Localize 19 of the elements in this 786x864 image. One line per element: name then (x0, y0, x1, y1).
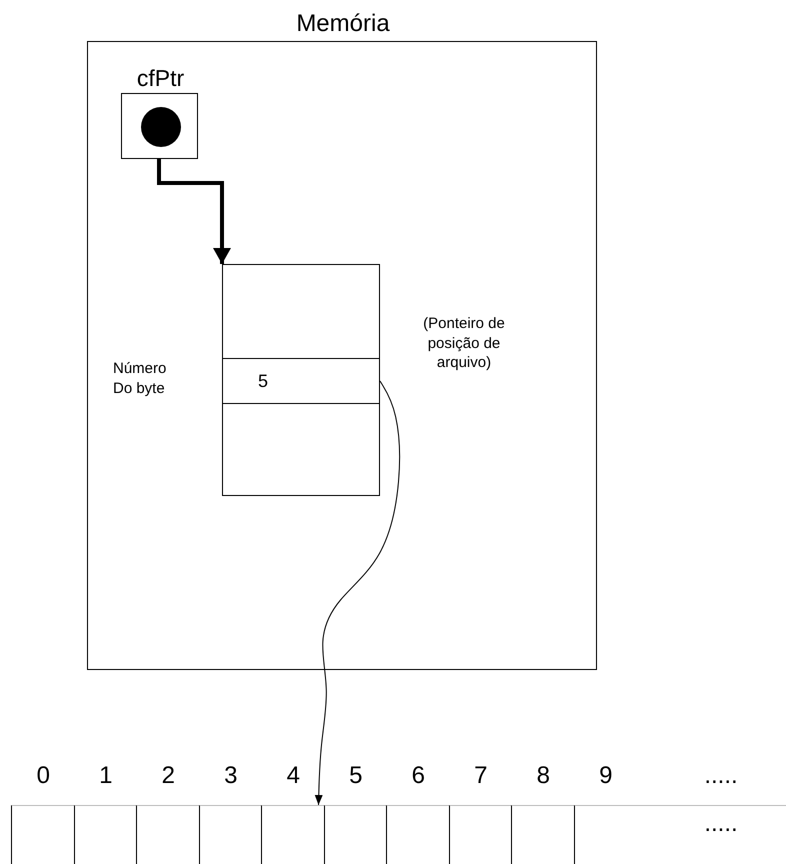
byte-index: 1 (98, 762, 114, 790)
byte-index: 4 (286, 762, 301, 790)
byte-index: 5 (348, 762, 364, 790)
byte-index: 2 (160, 762, 176, 790)
byte-index: ..... (703, 762, 739, 790)
field-annotation: Número Do byte (113, 359, 168, 398)
arrow (314, 380, 400, 806)
byte-index: 8 (536, 762, 551, 790)
arrow (157, 159, 231, 264)
box-title: Memória (295, 10, 391, 38)
byte-index: 3 (223, 762, 238, 790)
byte-index: ..... (703, 810, 739, 838)
byte-index: 7 (473, 762, 488, 790)
byte-index: 6 (410, 762, 426, 790)
box-title: cfPtr (136, 65, 186, 92)
field-annotation: (Ponteiro de posição de arquivo) (422, 314, 506, 372)
byte-index: 9 (598, 762, 614, 790)
byte-index: 0 (36, 762, 51, 790)
cell-value: 5 (258, 371, 270, 392)
